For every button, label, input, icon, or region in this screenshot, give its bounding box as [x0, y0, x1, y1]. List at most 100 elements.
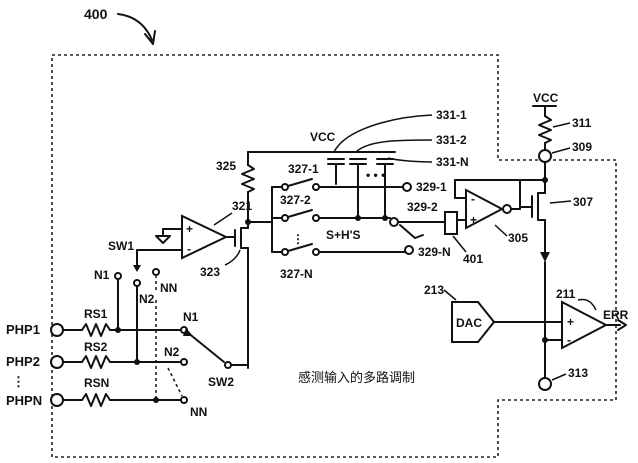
sw2-nn-contact	[180, 396, 188, 404]
resistor-rs1	[81, 323, 111, 337]
node-329-2	[389, 217, 399, 227]
leader-309	[551, 147, 571, 154]
leader-331-2	[355, 139, 433, 153]
sw2-nn-link	[167, 367, 183, 397]
resistor-311	[538, 115, 552, 144]
label-n1-b: N1	[183, 310, 199, 324]
leader-313	[551, 373, 567, 381]
label-rs1: RS1	[84, 307, 108, 321]
label-313: 313	[568, 366, 588, 380]
selector-329	[399, 224, 424, 239]
label-327-n: 327-N	[280, 267, 313, 281]
label-331-1: 331-1	[436, 108, 467, 122]
switch-327-1-blade	[287, 178, 313, 187]
label-rsn: RSN	[84, 376, 109, 390]
figure-ref-arrow	[117, 13, 153, 41]
junction-rsn	[153, 397, 159, 403]
err-arrow	[617, 319, 627, 331]
vcc-mid-label: VCC	[310, 130, 336, 144]
amp-321-plus: +	[186, 222, 193, 236]
amp-321-minus: -	[187, 242, 191, 256]
sw1-arrow	[133, 265, 141, 272]
label-327-2: 327-2	[280, 193, 311, 207]
label-329-n: 329-N	[418, 245, 451, 259]
vcc-top-label: VCC	[533, 91, 559, 105]
label-n2-b: N2	[164, 345, 180, 359]
label-sw2: SW2	[208, 375, 234, 389]
leader-321	[213, 212, 233, 226]
switch-ellipsis: ⋮	[292, 232, 304, 246]
switch-327-2-blade	[287, 209, 313, 218]
buffer-401	[444, 211, 458, 235]
amplifier-305	[465, 188, 505, 230]
cap-ellipsis: • • •	[366, 168, 385, 182]
node-309	[538, 149, 552, 163]
ground-321	[155, 235, 171, 244]
label-sh: S+H'S	[326, 228, 361, 242]
cmp-211-minus: -	[567, 333, 571, 347]
label-php1: PHP1	[6, 322, 40, 337]
leader-211	[577, 298, 597, 311]
label-nn-a: NN	[160, 281, 177, 295]
node-329-n	[404, 245, 414, 255]
label-329-2: 329-2	[407, 200, 438, 214]
junction-323-bus	[245, 219, 251, 225]
node-php1	[50, 323, 64, 337]
figure-ref-arrowhead	[144, 30, 156, 45]
amplifier-321	[181, 214, 229, 260]
leader-331-n	[387, 157, 433, 163]
arrow-down-307	[540, 252, 550, 262]
sw2-blade	[186, 331, 225, 363]
label-331-2: 331-2	[436, 133, 467, 147]
junction-rs1	[115, 327, 121, 333]
sw2-n2-contact	[180, 358, 188, 366]
label-n2-a: N2	[139, 292, 155, 306]
label-401: 401	[463, 252, 483, 266]
node-313	[538, 377, 552, 391]
switch-327-n-blade	[287, 243, 313, 252]
module-boundary	[51, 54, 617, 458]
label-err: ERR	[603, 308, 629, 322]
label-n1-a: N1	[94, 268, 110, 282]
label-rs2: RS2	[84, 340, 108, 354]
figure-ref-label: 400	[84, 6, 108, 22]
label-321: 321	[232, 199, 252, 213]
node-329-1	[402, 182, 412, 192]
label-sw1: SW1	[108, 239, 134, 253]
leader-213	[443, 289, 457, 301]
amp-305-minus: -	[471, 192, 475, 206]
cmp-211-plus: +	[567, 315, 574, 329]
label-329-1: 329-1	[416, 180, 447, 194]
comparator-211	[561, 300, 609, 350]
dac-block	[451, 301, 496, 343]
label-309: 309	[572, 140, 592, 154]
leader-311	[552, 122, 571, 128]
label-327-1: 327-1	[288, 162, 319, 176]
junction-feedback	[542, 177, 548, 183]
junction-rs2	[134, 359, 140, 365]
label-325: 325	[216, 159, 236, 173]
junction-ref-cmp	[542, 337, 548, 343]
resistor-rs2	[81, 355, 111, 369]
leader-323	[224, 249, 241, 266]
node-php2	[50, 355, 64, 369]
figure-caption: 感测输入的多路调制	[298, 370, 415, 386]
label-nn-b: NN	[190, 405, 207, 419]
leader-331-1	[333, 114, 433, 153]
sw2-arrowhead	[183, 328, 193, 336]
label-213: 213	[424, 283, 444, 297]
inputs-ellipsis: ⋮	[12, 374, 25, 389]
sw1-nn-contact	[152, 268, 160, 276]
label-211: 211	[556, 287, 576, 301]
leader-307	[549, 200, 572, 204]
label-311: 311	[572, 116, 592, 130]
label-323: 323	[200, 265, 220, 279]
junction-327-2-cap	[355, 215, 361, 221]
leader-401	[452, 235, 467, 253]
label-php2: PHP2	[6, 354, 40, 369]
dac-label: DAC	[456, 316, 482, 330]
resistor-325	[241, 164, 255, 193]
node-phpn	[50, 393, 64, 407]
amp-305-output-bubble	[502, 204, 512, 214]
